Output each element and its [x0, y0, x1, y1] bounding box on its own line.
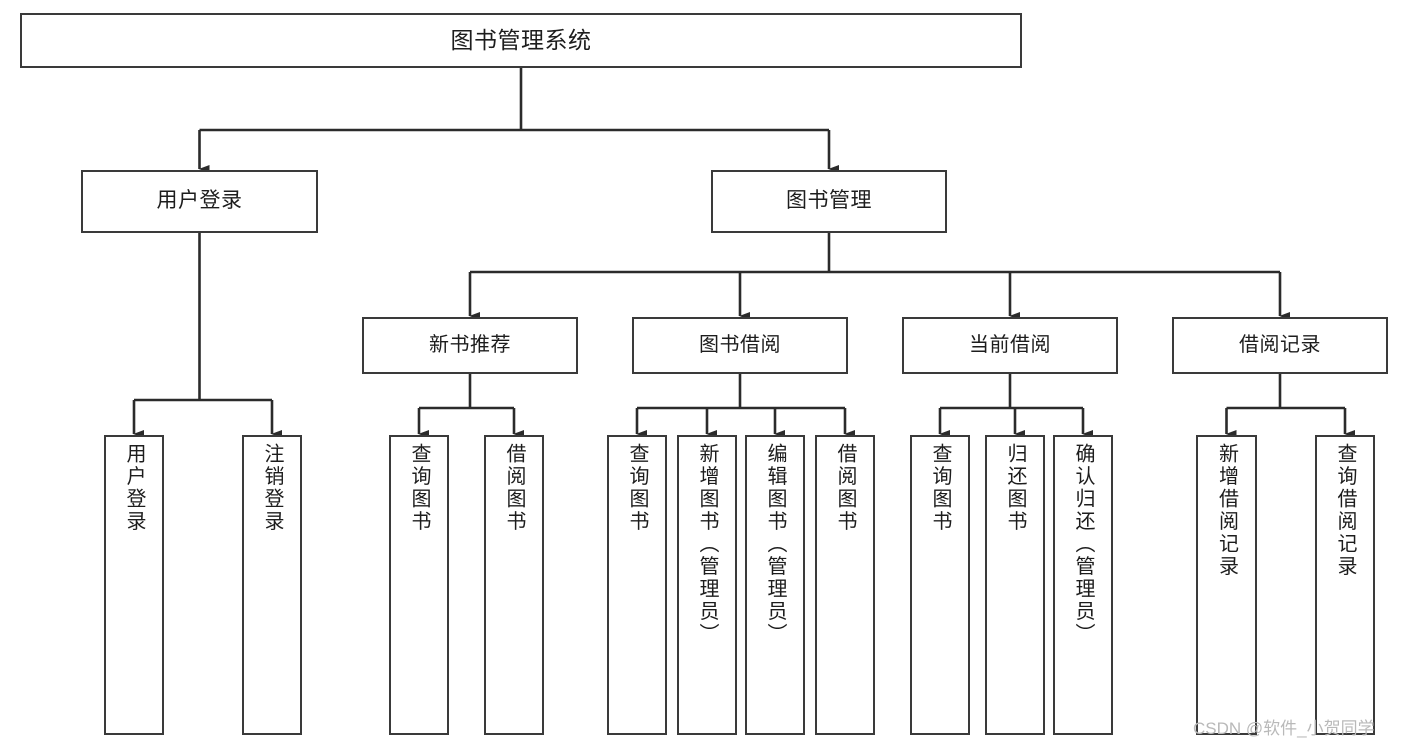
node-leaf-edit-book-admin-label: 编辑图书（管理员） [764, 443, 786, 646]
node-root-label: 图书管理系统 [450, 26, 592, 53]
node-book-borrow-label: 图书借阅 [699, 333, 781, 356]
node-leaf-return-book[interactable]: 归还图书 [985, 435, 1045, 735]
watermark-text: CSDN @软件_小贺同学 [1193, 719, 1375, 738]
node-leaf-confirm-return-admin-label: 确认归还（管理员） [1072, 443, 1094, 646]
node-current-borrow[interactable]: 当前借阅 [902, 317, 1118, 374]
node-leaf-add-borrow-record[interactable]: 新增借阅记录 [1196, 435, 1257, 735]
node-leaf-borrow-book-new[interactable]: 借阅图书 [484, 435, 544, 735]
node-leaf-user-login[interactable]: 用户登录 [104, 435, 164, 735]
node-user-login[interactable]: 用户登录 [81, 170, 318, 233]
node-root[interactable]: 图书管理系统 [20, 13, 1022, 68]
node-leaf-query-book-new-label: 查询图书 [408, 443, 430, 533]
node-leaf-borrow-book-label: 借阅图书 [834, 443, 856, 533]
node-new-book-recommend[interactable]: 新书推荐 [362, 317, 578, 374]
node-new-book-recommend-label: 新书推荐 [429, 333, 511, 356]
node-book-management-label: 图书管理 [786, 189, 872, 213]
node-leaf-query-book-current[interactable]: 查询图书 [910, 435, 970, 735]
node-leaf-add-book-admin[interactable]: 新增图书（管理员） [677, 435, 737, 735]
node-leaf-borrow-book-new-label: 借阅图书 [503, 443, 525, 533]
node-book-management[interactable]: 图书管理 [711, 170, 947, 233]
node-user-login-label: 用户登录 [156, 189, 243, 213]
node-leaf-add-book-admin-label: 新增图书（管理员） [696, 443, 718, 646]
node-leaf-logout[interactable]: 注销登录 [242, 435, 302, 735]
node-leaf-query-book[interactable]: 查询图书 [607, 435, 667, 735]
node-leaf-borrow-book[interactable]: 借阅图书 [815, 435, 875, 735]
node-leaf-query-borrow-record[interactable]: 查询借阅记录 [1315, 435, 1375, 735]
node-leaf-query-book-new[interactable]: 查询图书 [389, 435, 449, 735]
node-leaf-logout-label: 注销登录 [261, 443, 283, 533]
node-leaf-edit-book-admin[interactable]: 编辑图书（管理员） [745, 435, 805, 735]
node-leaf-add-borrow-record-label: 新增借阅记录 [1215, 443, 1238, 578]
node-leaf-user-login-label: 用户登录 [123, 443, 145, 533]
node-book-borrow[interactable]: 图书借阅 [632, 317, 848, 374]
node-leaf-query-book-label: 查询图书 [626, 443, 648, 533]
node-leaf-query-book-current-label: 查询图书 [929, 443, 951, 533]
node-leaf-query-borrow-record-label: 查询借阅记录 [1334, 443, 1356, 578]
node-leaf-confirm-return-admin[interactable]: 确认归还（管理员） [1053, 435, 1113, 735]
node-current-borrow-label: 当前借阅 [969, 333, 1051, 356]
node-borrow-records[interactable]: 借阅记录 [1172, 317, 1388, 374]
node-leaf-return-book-label: 归还图书 [1004, 443, 1026, 533]
node-borrow-records-label: 借阅记录 [1239, 333, 1321, 356]
